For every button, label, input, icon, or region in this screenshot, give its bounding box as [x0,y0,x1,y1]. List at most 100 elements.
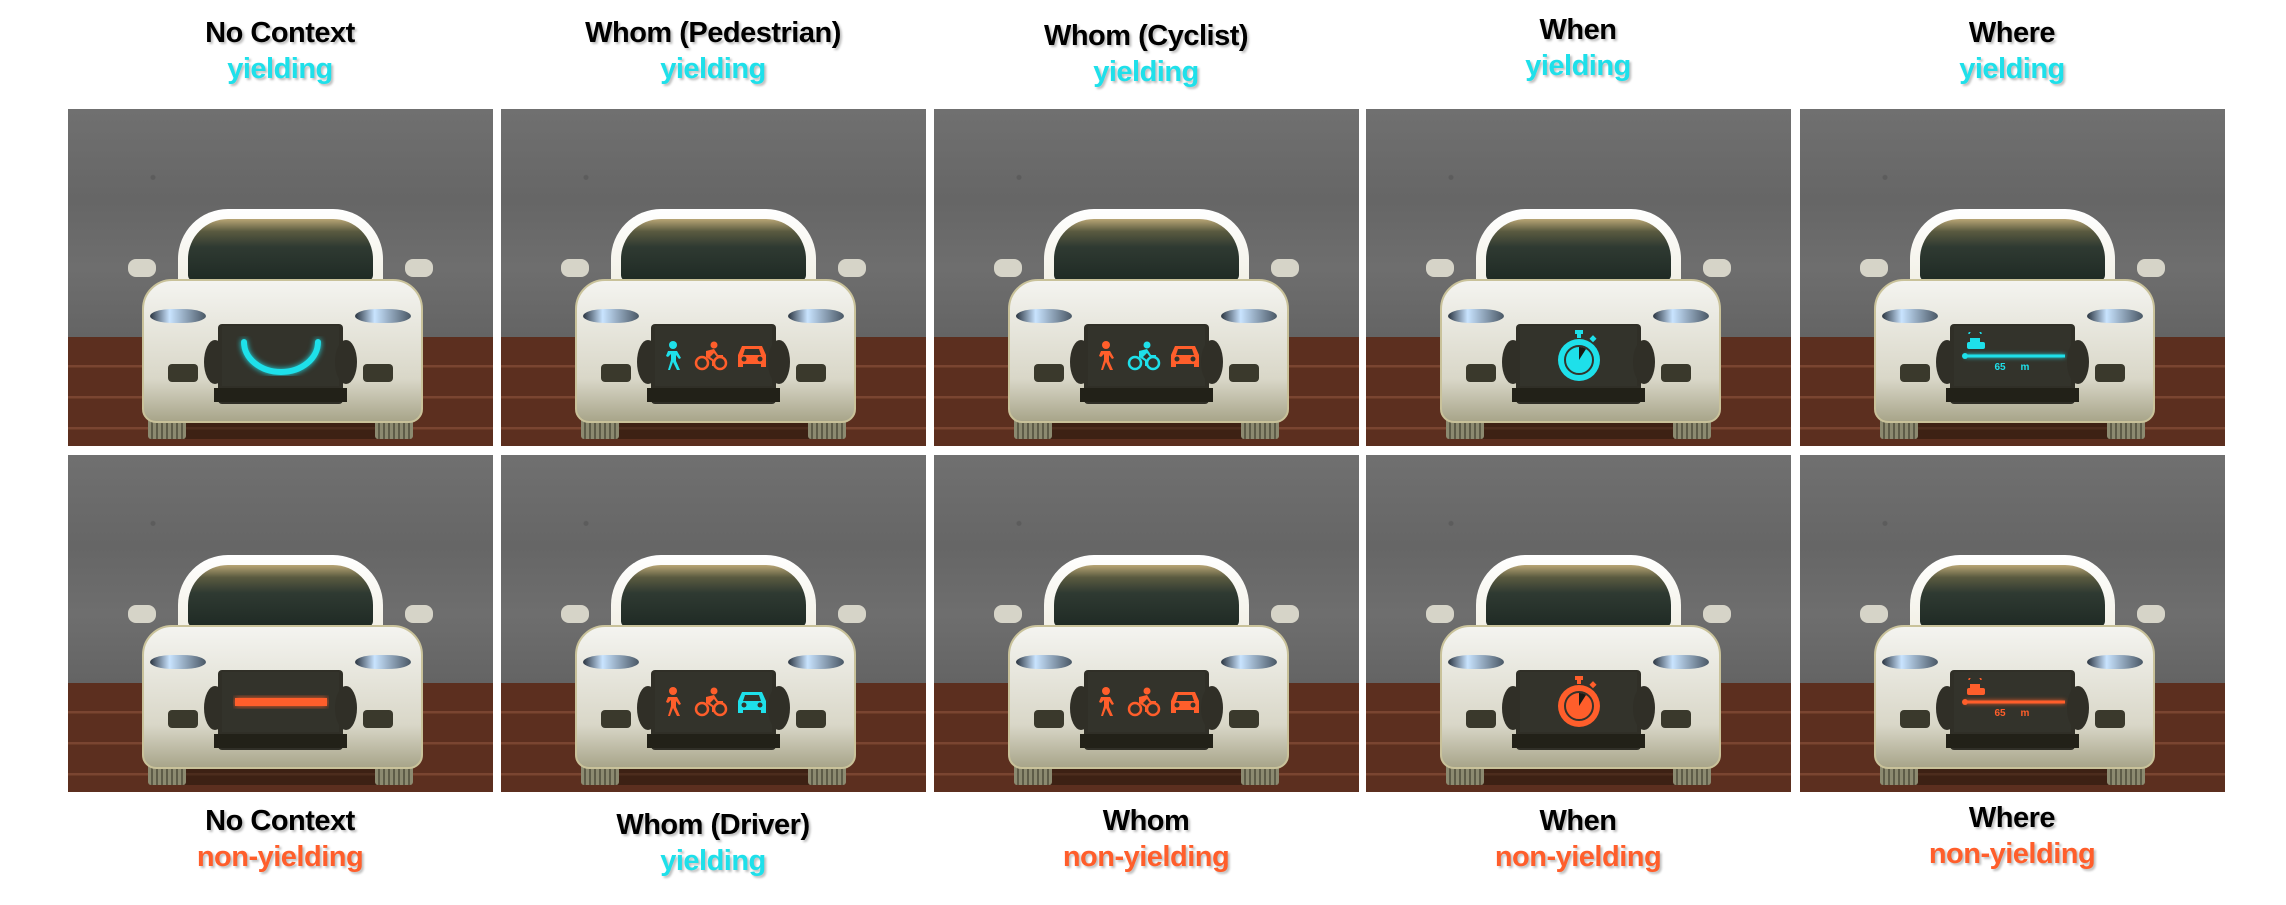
ehmi-display [655,326,772,386]
yield-state: yielding [1093,56,1199,88]
distance-unit: m [2020,708,2030,719]
headlight-right [355,309,411,323]
scene-top-4: 65 m [1800,109,2225,446]
ehmi-grille [204,670,357,750]
scene-top-2 [934,109,1359,446]
windshield [188,219,373,281]
headlight-right [788,655,844,669]
vehicle [1426,209,1731,446]
ehmi-grille [637,670,790,750]
label-top_row-1: Whom (Pedestrian) yielding [497,15,929,87]
ehmi-grille [1070,670,1223,750]
condition-title: Whom (Cyclist) [1043,20,1249,52]
label-bottom_row-2: Whom non-yielding [930,803,1362,875]
vehicle [128,209,433,446]
vehicle [994,209,1299,446]
ehmi-display [222,326,339,386]
windshield [1486,219,1671,281]
yield-state: yielding [227,53,333,85]
condition-title: When [1539,14,1617,46]
ehmi-display [1088,326,1205,386]
ehmi-grille [1502,670,1655,750]
windshield [621,219,806,281]
ehmi-grille [637,324,790,404]
condition-title: No Context [205,805,355,837]
scene-bottom-2 [934,455,1359,792]
condition-title: No Context [205,17,355,49]
ehmi-display [222,672,339,732]
windshield [621,565,806,627]
mirror-right [1271,605,1299,623]
headlight-right [2087,655,2143,669]
headlight-left [150,655,206,669]
label-top_row-2: Whom (Cyclist) yielding [930,18,1362,90]
yield-state: yielding [660,845,766,877]
scene-top-3 [1366,109,1791,446]
ehmi-grille: 65 m [1936,324,2089,404]
yield-state: non-yielding [1494,841,1662,873]
ehmi-display [1088,672,1205,732]
pedestrian-icon [660,341,686,371]
mirror-right [838,259,866,277]
cyclist-icon [1127,341,1161,371]
mirror-left [561,259,589,277]
vehicle: 65 m [1860,209,2165,446]
mirror-right [1703,605,1731,623]
headlight-left [1882,309,1938,323]
ehmi-grille [1070,324,1223,404]
windshield [1920,219,2105,281]
headlight-left [1448,655,1504,669]
windshield [1486,565,1671,627]
label-bottom_row-1: Whom (Driver)yielding [497,807,929,879]
ehmi-grille: 65 m [1936,670,2089,750]
mirror-left [128,259,156,277]
distance-indicator: 65 m [1957,678,2069,726]
headlight-left [583,309,639,323]
mirror-right [2137,259,2165,277]
mirror-right [1703,259,1731,277]
scene-bottom-4: 65 m [1800,455,2225,792]
distance-value: 65 [1994,708,2006,719]
mirror-right [405,605,433,623]
mirror-left [1860,259,1888,277]
headlight-right [788,309,844,323]
headlight-left [150,309,206,323]
scene-bottom-0 [68,455,493,792]
ehmi-display [655,672,772,732]
yield-state: non-yielding [1928,838,2096,870]
vehicle [1426,555,1731,792]
windshield [1054,219,1239,281]
condition-title: When [1539,805,1617,837]
condition-title: Whom [1102,805,1190,837]
stopwatch-icon [1555,676,1603,728]
car-icon [1169,342,1201,370]
ehmi-grille [1502,324,1655,404]
mirror-left [1426,259,1454,277]
mirror-left [994,259,1022,277]
vehicle [128,555,433,792]
cyclist-icon [694,687,728,717]
ehmi-display: 65 m [1954,326,2071,386]
mirror-right [838,605,866,623]
yield-state: non-yielding [1062,841,1230,873]
mirror-left [1860,605,1888,623]
condition-title: Whom (Pedestrian) [585,17,841,49]
headlight-left [1016,309,1072,323]
distance-indicator: 65 m [1957,332,2069,380]
windshield [1054,565,1239,627]
mirror-left [561,605,589,623]
cyclist-icon [1127,687,1161,717]
yield-state: yielding [660,53,766,85]
headlight-left [1882,655,1938,669]
mirror-left [994,605,1022,623]
mirror-right [2137,605,2165,623]
mirror-right [405,259,433,277]
scene-bottom-1 [501,455,926,792]
headlight-right [2087,309,2143,323]
windshield [1920,565,2105,627]
scene-bottom-3 [1366,455,1791,792]
headlight-right [1221,309,1277,323]
